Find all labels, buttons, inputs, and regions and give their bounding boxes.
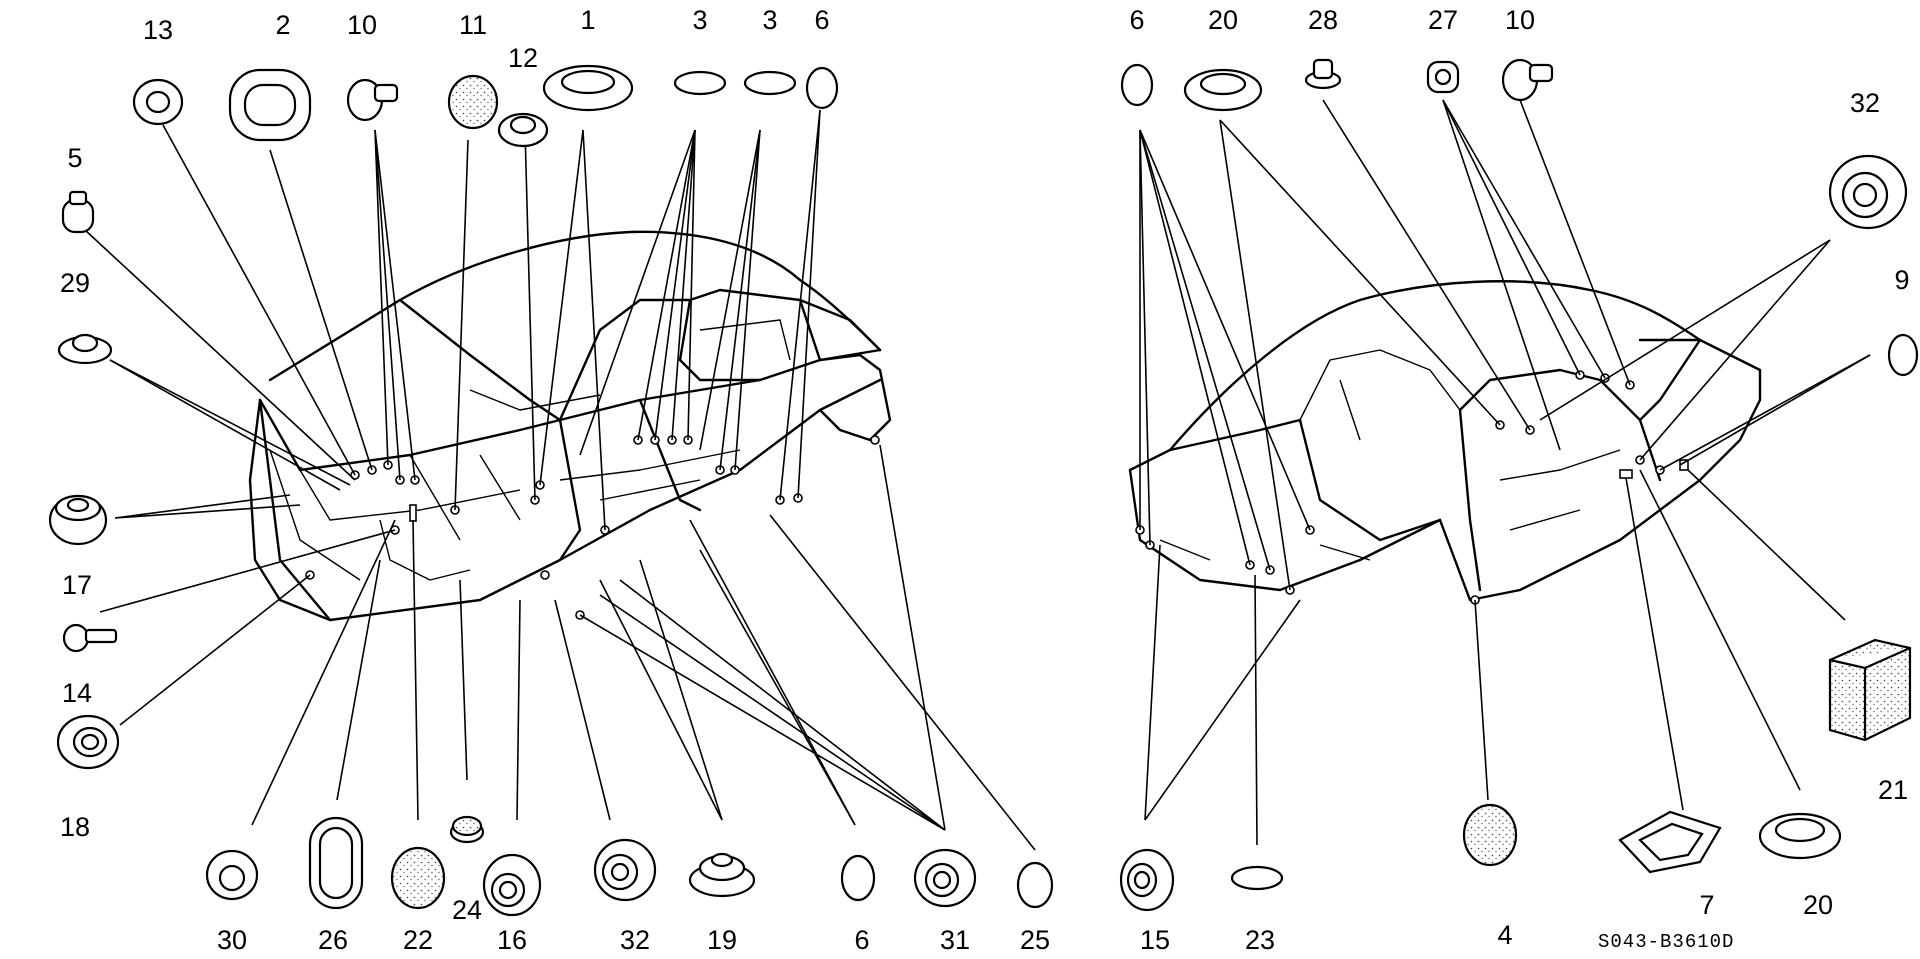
left-car-body-illustration — [248, 230, 892, 622]
part-10-clip-right — [1501, 58, 1554, 102]
label-19: 19 — [707, 925, 737, 955]
label-30: 30 — [217, 925, 247, 955]
label-4: 4 — [1497, 920, 1512, 950]
label-32a: 32 — [620, 925, 650, 955]
leader-lines — [84, 99, 1871, 851]
label-10: 10 — [347, 10, 377, 40]
part-6-seal-bottom — [840, 854, 876, 902]
label-3a: 3 — [692, 5, 707, 35]
part-16-grommet — [482, 853, 542, 917]
part-10-clip — [346, 78, 399, 122]
part-3-seal-b — [743, 70, 797, 96]
label-11: 11 — [459, 10, 487, 40]
label-3b: 3 — [762, 5, 777, 35]
label-17: 17 — [62, 570, 92, 600]
part-6-seal-right — [1120, 63, 1154, 107]
label-2: 2 — [275, 10, 290, 40]
label-29: 29 — [60, 268, 90, 298]
label-22: 22 — [403, 925, 433, 955]
label-16: 16 — [497, 925, 527, 955]
part-2-oval-plug — [228, 68, 312, 142]
part-9-seal — [1887, 333, 1919, 377]
label-20b: 20 — [1803, 890, 1833, 920]
part-29-nut — [57, 333, 113, 365]
diagram-code: S043-B3610D — [1598, 931, 1734, 953]
label-6c: 6 — [1129, 5, 1144, 35]
part-14-screw — [62, 623, 118, 653]
part-illustrations — [48, 58, 1919, 917]
part-5-nut — [61, 190, 95, 234]
part-20-grommet-top — [1183, 68, 1263, 112]
label-21: 21 — [1878, 775, 1908, 805]
callout-labels: 13 2 10 11 12 1 3 3 6 5 29 17 14 18 30 2… — [60, 5, 1910, 955]
label-23: 23 — [1245, 925, 1275, 955]
label-1: 1 — [580, 5, 595, 35]
label-7: 7 — [1699, 890, 1714, 920]
part-11-dome-plug — [447, 74, 499, 130]
part-21-foam-block — [1828, 638, 1912, 742]
label-26: 26 — [318, 925, 348, 955]
part-6-seal — [805, 66, 839, 110]
label-27: 27 — [1428, 5, 1458, 35]
part-12-grommet — [497, 112, 549, 148]
part-24-grommet — [449, 815, 485, 844]
label-25: 25 — [1020, 925, 1050, 955]
part-25-seal — [1016, 861, 1054, 909]
label-24: 24 — [452, 895, 482, 925]
label-6b: 6 — [854, 925, 869, 955]
part-28-nut — [1304, 58, 1342, 90]
label-32b: 32 — [1850, 88, 1880, 118]
part-15-grommet — [1119, 848, 1175, 912]
label-9: 9 — [1894, 265, 1909, 295]
part-13-grommet — [132, 78, 184, 126]
label-28: 28 — [1308, 5, 1338, 35]
part-4-dome-plug — [1462, 803, 1518, 867]
part-26-oval-plug — [308, 816, 364, 910]
part-7-rect-plug — [1618, 810, 1722, 874]
part-20-grommet-bottom — [1758, 812, 1842, 860]
label-6a: 6 — [814, 5, 829, 35]
label-18: 18 — [60, 812, 90, 842]
part-18-grommet — [56, 714, 120, 770]
part-32-grommet — [593, 838, 657, 902]
part-1-grommet — [542, 64, 634, 112]
part-32-grommet-right — [1828, 154, 1908, 230]
part-27-nut — [1426, 60, 1460, 94]
part-22-dome-plug — [390, 846, 446, 910]
label-12: 12 — [508, 43, 538, 73]
label-10b: 10 — [1505, 5, 1535, 35]
label-20a: 20 — [1208, 5, 1238, 35]
label-15: 15 — [1140, 925, 1170, 955]
label-14: 14 — [62, 678, 92, 708]
part-30-grommet — [205, 849, 259, 901]
part-17-grommet — [48, 494, 108, 546]
part-31-grommet — [913, 848, 977, 908]
label-31: 31 — [940, 925, 970, 955]
part-23-seal — [1230, 865, 1284, 891]
part-3-seal-a — [673, 70, 727, 96]
label-5: 5 — [67, 143, 82, 173]
part-19-grommet — [688, 852, 756, 898]
label-13: 13 — [143, 15, 173, 45]
